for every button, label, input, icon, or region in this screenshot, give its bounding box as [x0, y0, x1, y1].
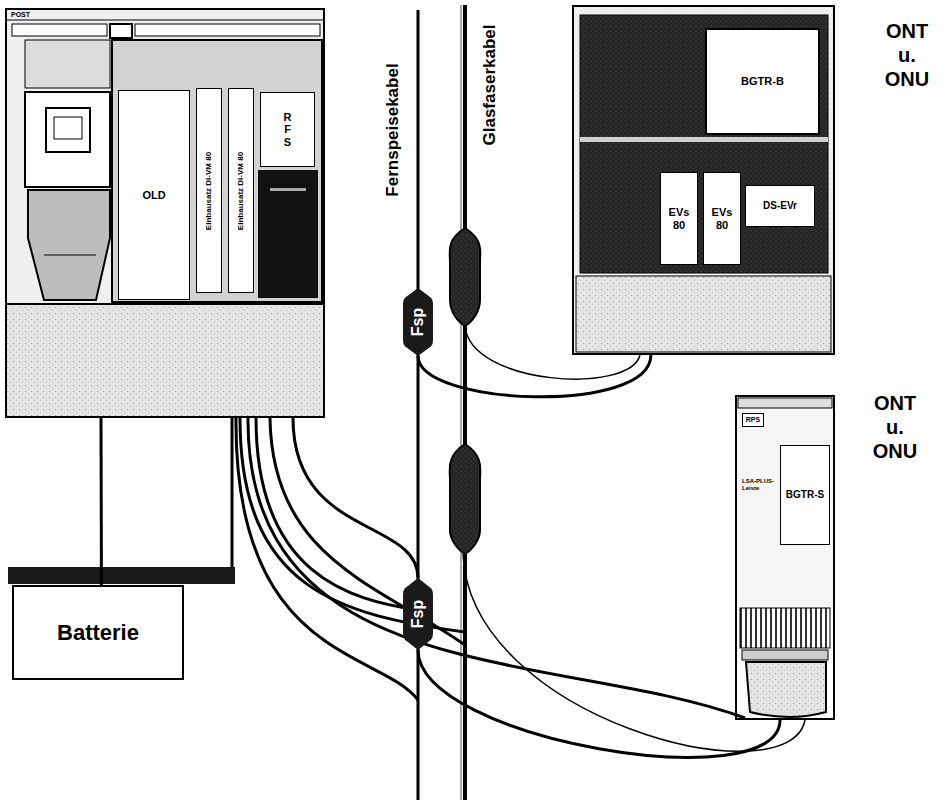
cabinet-kvz: POST OLD Einbausatz DI-VM 80 Einbausatz DI-… — [5, 8, 325, 418]
evs-module: EVs 80 — [660, 172, 698, 265]
cable-label: Glasfaserkabel — [480, 25, 500, 146]
glasfaserkabel-line — [463, 5, 467, 800]
cable-connector — [293, 418, 418, 578]
ont-small-cabinet: ONT u. ONURPSBGTR-S — [735, 395, 835, 720]
cable-connector — [418, 355, 651, 397]
node-label: R F S — [281, 111, 295, 149]
cable-bundle — [236, 418, 745, 718]
old-module: OLD — [118, 90, 190, 300]
ds-evr-module: DS-EVr — [745, 185, 815, 227]
fernspeisekabel-line — [417, 10, 420, 800]
node-label: BGTR-S — [784, 489, 826, 501]
node-label: Batterie — [55, 620, 141, 645]
einbausatz-module: Einbausatz DI-VM 80 — [228, 88, 254, 293]
ont-cabinet: ONT u. ONUBGTR-BDS-EVrEVs 80EVs 80 — [572, 5, 835, 355]
ont-cabinet-drawing — [572, 5, 835, 355]
node-label: OLD — [140, 189, 167, 202]
node-label: Einbausatz DI-VM 80 — [236, 151, 245, 229]
cable-connector — [418, 650, 780, 757]
node-label: RPS — [744, 416, 762, 424]
splice-sleeve — [450, 228, 481, 326]
left-cabinet-drawing — [5, 8, 325, 418]
fsp-sleeve: Fsp — [403, 578, 433, 650]
node-label: POST — [11, 11, 30, 18]
rps-module: RPS — [742, 413, 764, 427]
cable-label: Fernspeisekabel — [383, 63, 403, 196]
node-label: Fsp — [409, 308, 427, 336]
node-label: EVs 80 — [704, 206, 740, 231]
cable-connector — [100, 418, 103, 585]
ont-small-cabinet-drawing — [735, 395, 835, 717]
node-label: BGTR-B — [739, 75, 786, 88]
battery-box: Batterie — [12, 585, 184, 680]
evs-module: EVs 80 — [703, 172, 741, 265]
lsa-label: LSA-PLUS-Leiste — [742, 478, 774, 492]
rfs-module: R F S — [260, 92, 315, 167]
node-label: ONT u. ONU — [865, 391, 925, 463]
node-label: EVs 80 — [661, 206, 697, 231]
fsp-sleeve: Fsp — [403, 288, 433, 356]
splice-sleeve — [450, 444, 481, 554]
node-label: Einbausatz DI-VM 80 — [204, 151, 213, 229]
einbausatz-module: Einbausatz DI-VM 80 — [196, 88, 222, 293]
node-label: DS-EVr — [761, 200, 799, 212]
bgtr-b-module: BGTR-B — [705, 28, 820, 135]
node-label: Fsp — [409, 600, 427, 628]
node-label: ONT u. ONU — [877, 19, 937, 91]
bgtr-s-module: BGTR-S — [780, 445, 830, 545]
